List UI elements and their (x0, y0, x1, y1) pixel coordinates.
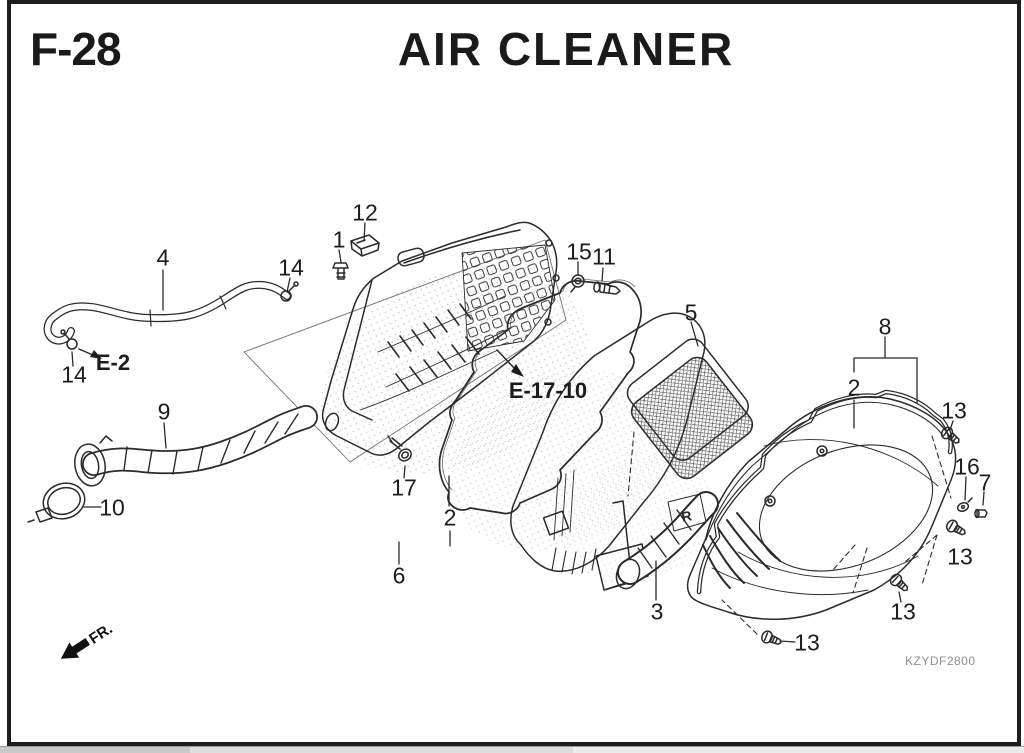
filter-element-5 (626, 338, 754, 480)
callout-11-9: 11 (592, 243, 616, 270)
callout-12-1: 12 (352, 199, 378, 226)
scrollbar-segment (190, 747, 573, 753)
air-cleaner-case-body (321, 221, 560, 456)
callout-2-11: 2 (443, 504, 457, 531)
callout-17-10: 17 (391, 474, 417, 501)
callout-2-17: 2 (847, 374, 861, 401)
hose-clamp-14-left (60, 329, 78, 350)
duct-r-marking: R (680, 507, 693, 525)
bolt-11 (593, 281, 621, 295)
nut-15 (570, 274, 585, 293)
callout-14-3: 14 (278, 254, 304, 281)
callout-13-22: 13 (890, 598, 916, 625)
breather-hose-4 (43, 280, 291, 345)
section-code: F-28 (30, 23, 122, 75)
scrollbar-thumb[interactable] (0, 747, 190, 753)
callout-6-12: 6 (392, 562, 406, 589)
hose-clamp-14-right (280, 281, 299, 302)
duct-band-10 (27, 482, 86, 523)
callout-13-23: 13 (794, 629, 820, 656)
filter-tray-6 (510, 312, 706, 575)
rubber-mount-12 (350, 234, 380, 257)
callout-13-21: 13 (947, 543, 973, 570)
screw-13-b (943, 517, 969, 540)
ref-arrow-e2 (78, 348, 102, 359)
bolt-17 (387, 435, 412, 462)
callout-16-19: 16 (954, 453, 980, 480)
callout-3-15: 3 (650, 598, 664, 625)
case-seal-2 (438, 278, 642, 515)
callout-1-0: 1 (332, 226, 346, 253)
screw-13-c (887, 571, 912, 596)
intake-duct-9 (74, 405, 318, 487)
callout-e-17-10-13: E-17-10 (508, 378, 588, 403)
screw-hole-guides (721, 435, 952, 635)
callout-7-20: 7 (978, 469, 992, 496)
air-cleaner-cover-8 (686, 396, 957, 635)
ref-arrow-e1710 (496, 349, 524, 377)
callout-10-7: 10 (99, 494, 125, 521)
callout-8-16: 8 (878, 313, 892, 340)
front-direction-label: FR. (86, 620, 116, 647)
callout-15-8: 15 (566, 238, 592, 265)
bolt-1 (332, 262, 349, 280)
connecting-duct-3: R (595, 491, 719, 591)
clip-16 (956, 497, 973, 512)
callout-e-2-5: E-2 (95, 350, 131, 375)
callout-5-14: 5 (684, 299, 698, 326)
page-title: AIR CLEANER (397, 23, 735, 75)
callout-4-2: 4 (156, 244, 170, 271)
callout-9-6: 9 (157, 398, 171, 425)
callout-13-18: 13 (941, 397, 967, 424)
leader-lines (71, 222, 985, 643)
screw-13-d (759, 628, 784, 649)
horizontal-scrollbar[interactable] (0, 746, 1024, 753)
cover-vent-ribs (702, 512, 781, 589)
page-border-frame (7, 0, 1021, 746)
front-direction-arrow: FR. (60, 620, 116, 659)
callout-14-4: 14 (61, 361, 87, 388)
cover-seal-2 (696, 389, 953, 595)
diagram-code: KZYDF2800 (905, 654, 976, 668)
cap-7 (974, 508, 988, 519)
